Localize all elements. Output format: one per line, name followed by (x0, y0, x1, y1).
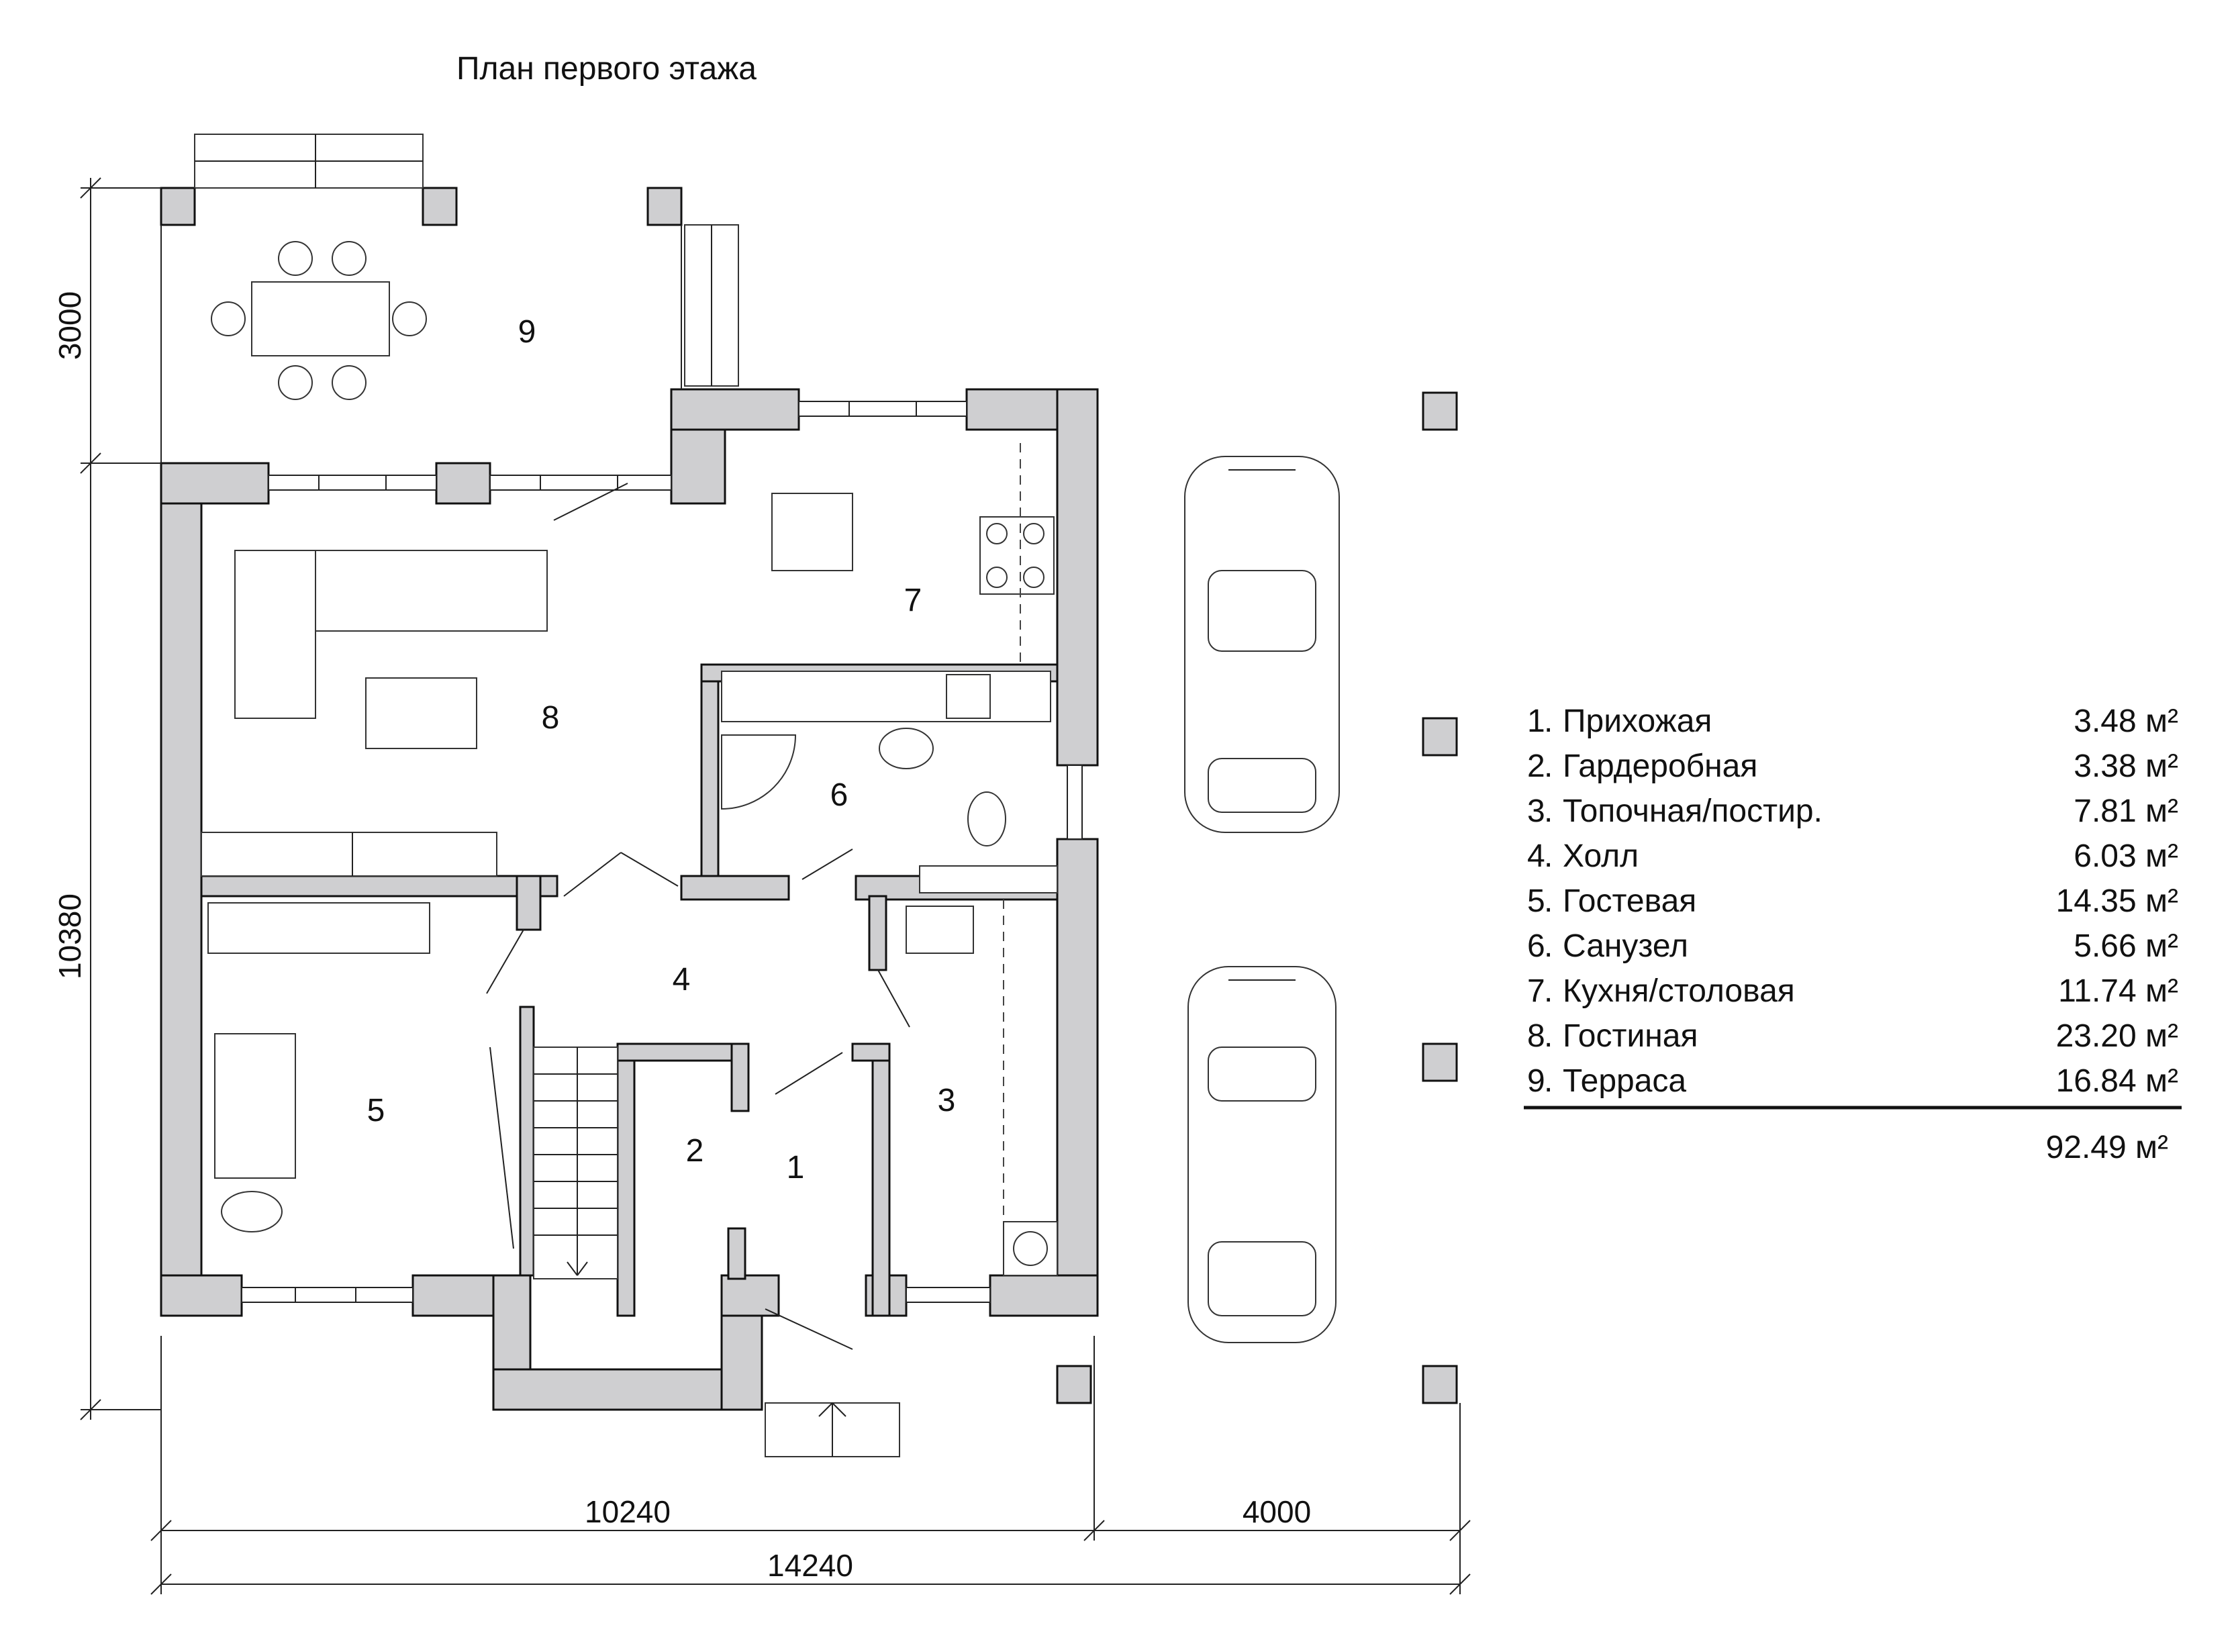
boiler-fixtures (906, 900, 1058, 1276)
room-number-9: 9 (518, 314, 536, 350)
plan-title: План первого этажа (456, 51, 757, 87)
schedule-name-9: Терраса (1563, 1063, 1686, 1099)
schedule-num-5: 5 (1527, 883, 1545, 919)
room-schedule: 1 . Прихожая 3.48 м² 2 . Гардеробная 3.3… (1524, 703, 2182, 1165)
room-number-5: 5 (367, 1093, 385, 1128)
schedule-dot-5: . (1544, 883, 1553, 919)
staircase (533, 1047, 618, 1279)
room-number-8: 8 (542, 700, 560, 736)
exterior-walls (160, 388, 1099, 1411)
schedule-num-6: 6 (1527, 928, 1545, 964)
schedule-name-5: Гостевая (1563, 883, 1696, 919)
room-numbers: 1 2 3 4 5 6 7 8 9 (367, 314, 956, 1185)
schedule-dot-2: . (1544, 748, 1553, 784)
schedule-name-7: Кухня/столовая (1563, 973, 1795, 1009)
schedule-dot-9: . (1544, 1063, 1553, 1099)
room-number-4: 4 (673, 962, 691, 998)
schedule-area-2: 3.38 м² (2074, 748, 2178, 784)
schedule-name-4: Холл (1563, 838, 1639, 874)
kitchen-furniture (721, 443, 1055, 722)
dim-terrace-depth: 3000 (52, 291, 87, 360)
interior-walls (200, 663, 1059, 1317)
schedule-dot-1: . (1544, 703, 1553, 739)
room-number-2: 2 (686, 1133, 704, 1169)
room-number-1: 1 (787, 1150, 805, 1185)
schedule-dot-4: . (1544, 838, 1553, 874)
dimensions: 10240 4000 14240 3000 10380 (52, 177, 1471, 1595)
schedule-area-4: 6.03 м² (2074, 838, 2178, 874)
dim-house-depth: 10380 (52, 893, 87, 979)
carport (1056, 391, 1458, 1404)
schedule-num-1: 1 (1527, 703, 1545, 739)
room-number-3: 3 (938, 1083, 956, 1118)
schedule-dot-3: . (1544, 793, 1553, 829)
schedule-num-7: 7 (1527, 973, 1545, 1009)
car-top (1184, 456, 1340, 833)
terrace (160, 134, 739, 463)
room-number-6: 6 (830, 777, 848, 813)
room-number-7: 7 (904, 583, 922, 618)
schedule-num-3: 3 (1527, 793, 1545, 829)
schedule-dot-7: . (1544, 973, 1553, 1009)
schedule-area-7: 11.74 м² (2058, 973, 2178, 1009)
living-furniture (201, 550, 548, 954)
dim-house-width: 10240 (585, 1494, 671, 1529)
car-bottom (1187, 966, 1336, 1343)
schedule-name-1: Прихожая (1563, 703, 1712, 739)
schedule-name-3: Топочная/постир. (1563, 793, 1822, 829)
schedule-area-6: 5.66 м² (2074, 928, 2178, 964)
schedule-dot-6: . (1544, 928, 1553, 964)
schedule-area-5: 14.35 м² (2056, 883, 2178, 919)
schedule-dot-8: . (1544, 1018, 1553, 1054)
windows (241, 401, 1083, 1303)
schedule-area-1: 3.48 м² (2074, 703, 2178, 739)
schedule-name-8: Гостиная (1563, 1018, 1698, 1054)
schedule-num-8: 8 (1527, 1018, 1545, 1054)
dim-total-width: 14240 (767, 1548, 853, 1583)
bathroom-fixtures (721, 728, 1058, 893)
schedule-area-3: 7.81 м² (2074, 793, 2178, 829)
dim-carport-width: 4000 (1243, 1494, 1311, 1529)
schedule-area-9: 16.84 м² (2056, 1063, 2178, 1099)
guest-furniture (214, 1033, 514, 1249)
doors (486, 483, 910, 1457)
schedule-name-2: Гардеробная (1563, 748, 1757, 784)
schedule-num-4: 4 (1527, 838, 1545, 874)
schedule-total-area: 92.49 м² (2046, 1130, 2168, 1165)
schedule-name-6: Санузел (1563, 928, 1688, 964)
schedule-num-2: 2 (1527, 748, 1545, 784)
schedule-area-8: 23.20 м² (2056, 1018, 2178, 1054)
schedule-num-9: 9 (1527, 1063, 1545, 1099)
